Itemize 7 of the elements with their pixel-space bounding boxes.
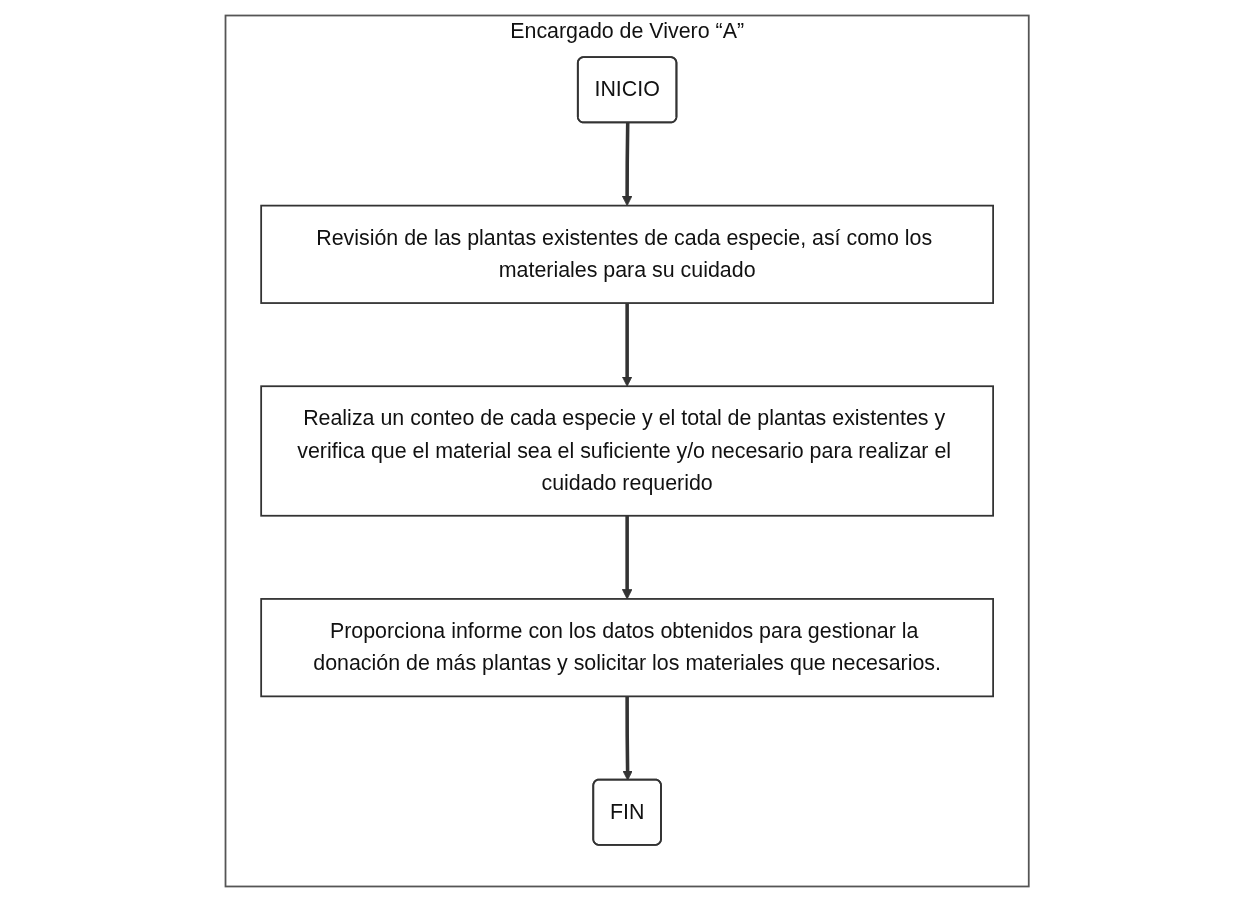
arrow [622, 303, 633, 387]
node-box: Realiza un conteo de cada especie y el total de plantas existentes y verifica que el material sea el suficiente y/o necesario para realizar el cuidado requerido [260, 385, 995, 517]
arrow [622, 123, 633, 207]
node-box: Revisión de las plantas existentes de cada especie, así como los materiales para su cuidado [260, 204, 995, 304]
arrow [622, 696, 634, 781]
arrow [622, 515, 633, 600]
node-box: Proporciona informe con los datos obtenidos para gestionar la donación de más plantas y solicitar los materiales que necesarios. [260, 598, 995, 698]
